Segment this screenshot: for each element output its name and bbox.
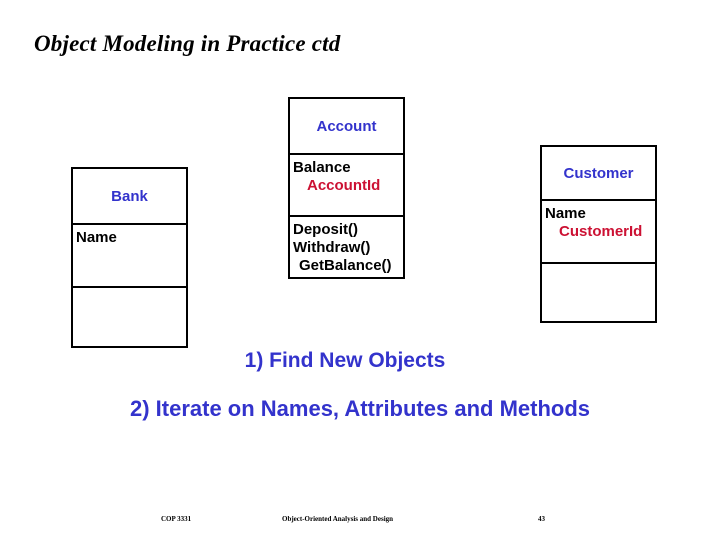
class-attributes-compartment: Name: [73, 223, 186, 286]
operation-item: Withdraw(): [293, 239, 371, 256]
uml-class-account[interactable]: Account Balance AccountId Deposit() With…: [288, 97, 405, 279]
class-operations-compartment: [73, 286, 186, 346]
attribute-item-highlighted: AccountId: [307, 177, 381, 194]
operation-item: Deposit(): [293, 221, 358, 238]
attribute-list: Balance AccountId: [290, 155, 403, 195]
class-attributes-compartment: Name CustomerId: [542, 199, 655, 262]
class-name-compartment: Bank: [73, 169, 186, 223]
attribute-item: Name: [545, 205, 586, 222]
step-line-2: 2) Iterate on Names, Attributes and Meth…: [129, 396, 591, 421]
uml-class-bank[interactable]: Bank Name: [71, 167, 188, 348]
attribute-list: Name: [73, 225, 186, 247]
class-name-label: Account: [316, 117, 377, 135]
uml-class-customer[interactable]: Customer Name CustomerId: [540, 145, 657, 323]
class-operations-compartment: [542, 262, 655, 321]
attribute-item: Balance: [293, 159, 351, 176]
class-name-label: Bank: [111, 187, 148, 205]
operation-item: GetBalance(): [299, 257, 392, 274]
class-name-label: Customer: [563, 164, 634, 182]
attribute-list: Name CustomerId: [542, 201, 655, 241]
class-attributes-compartment: Balance AccountId: [290, 153, 403, 215]
operation-list: Deposit() Withdraw() GetBalance(): [290, 217, 403, 275]
operation-list-empty: [73, 288, 186, 346]
class-name-compartment: Account: [290, 99, 403, 153]
class-name-compartment: Customer: [542, 147, 655, 199]
attribute-item-highlighted: CustomerId: [559, 223, 643, 240]
step-line-1: 1) Find New Objects: [244, 349, 446, 372]
class-operations-compartment: Deposit() Withdraw() GetBalance(): [290, 215, 403, 277]
footer-course-code: COP 3331: [161, 515, 192, 523]
page-title: Object Modeling in Practice ctd: [34, 31, 341, 56]
operation-list-empty: [542, 264, 655, 321]
slide-footer: COP 3331 Object-Oriented Analysis and De…: [0, 513, 720, 527]
footer-subject: Object-Oriented Analysis and Design: [282, 515, 394, 523]
attribute-item: Name: [76, 229, 117, 246]
footer-page-number: 43: [538, 515, 545, 523]
